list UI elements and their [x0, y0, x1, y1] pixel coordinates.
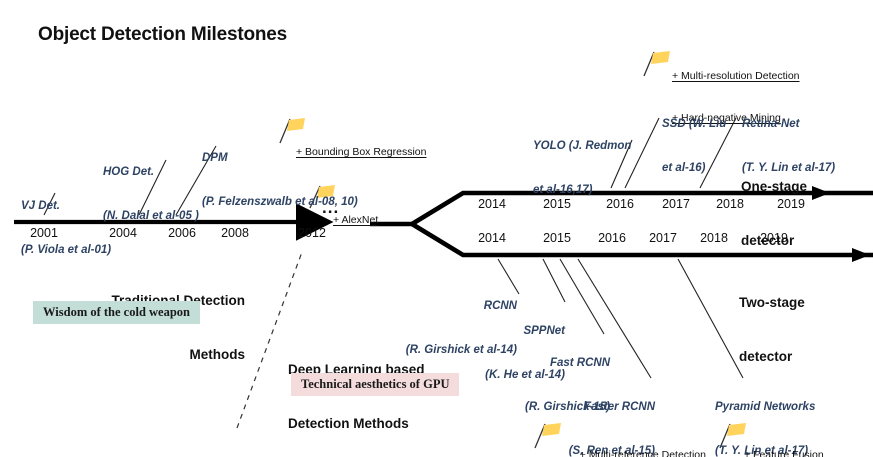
year-label-2012: 2012	[298, 226, 326, 240]
traditional-methods-heading-line-2: Methods	[189, 347, 246, 362]
milestone-ssd: SSD (W. Liu et al-16)	[662, 88, 726, 204]
one-stage-year-label-2017: 2017	[662, 197, 690, 211]
two-stage-year-label-2016: 2016	[598, 231, 626, 245]
flag-icon-multi-resolution-detection	[643, 51, 670, 77]
one-stage-year-label-2018: 2018	[716, 197, 744, 211]
milestone-pyramid-networks-authors: (T. Y. Lin et al-17)	[715, 444, 809, 457]
milestone-sppnet: SPPNet (K. He et al-14)	[430, 295, 565, 411]
milestone-dpm-authors: (P. Felzenszwalb et al-08, 10)	[202, 195, 358, 208]
annotation-alexnet: + AlexNet	[333, 185, 378, 255]
annotation-feature-fusion-line-1: + Feature Fusion	[744, 449, 824, 457]
one-stage-year-label-2015: 2015	[543, 197, 571, 211]
milestone-vj-det-name: VJ Det.	[21, 200, 60, 212]
two-stage-detector-label-line-2: detector	[739, 349, 793, 364]
milestone-pyramid-networks: Pyramid Networks (T. Y. Lin et al-17)	[715, 371, 815, 457]
timeline-ellipsis: ...	[322, 198, 340, 217]
annotation-feature-fusion: + Feature Fusion	[744, 420, 824, 457]
annotation-bounding-box-regression-line-1: + Bounding Box Regression	[296, 146, 427, 158]
milestone-yolo-authors: et al-16,17)	[533, 183, 593, 196]
annotation-multi-resolution-detection: + Multi-resolution Detection + Hard-nega…	[672, 41, 800, 153]
one-stage-year-label-2019: 2019	[777, 197, 805, 211]
milestone-fast-rcnn-name: Fast RCNN	[549, 357, 610, 369]
leader-pyramid-networks	[677, 258, 744, 379]
milestone-retina-net-authors: (T. Y. Lin et al-17)	[742, 161, 836, 174]
one-stage-detector-label-line-2: detector	[741, 233, 795, 248]
milestone-hog-det-name: HOG Det.	[103, 166, 155, 178]
milestone-retina-net: Retina-Net (T. Y. Lin et al-17)	[742, 88, 835, 204]
two-stage-year-label-2014: 2014	[478, 231, 506, 245]
milestone-sppnet-name: SPPNet	[523, 325, 565, 337]
milestone-rcnn-authors: (R. Girshick et al-14)	[405, 343, 517, 356]
two-stage-year-label-2018: 2018	[700, 231, 728, 245]
annotation-bounding-box-regression: + Bounding Box Regression	[296, 117, 426, 187]
annotation-multi-reference-line-1: + Multi-reference Detection	[579, 449, 706, 457]
year-label-2008: 2008	[221, 226, 249, 240]
two-stage-arrowhead	[852, 248, 870, 262]
milestone-yolo: YOLO (J. Redmon et al-16,17)	[533, 110, 631, 226]
milestone-hog-det-authors: (N. Dalal et al-05 )	[103, 209, 199, 222]
milestone-faster-rcnn-name: Faster RCNN	[584, 401, 655, 413]
annotation-multi-resolution-line-1: + Multi-resolution Detection	[672, 70, 800, 82]
milestone-vj-det-authors: (P. Viola et al-01)	[21, 243, 112, 256]
one-stage-detector-label-line-1: One-stage	[741, 179, 808, 194]
milestone-rcnn: RCNN (R. Girshick et al-14)	[355, 270, 517, 386]
milestone-fast-rcnn-authors: (R. Girshick-15)	[525, 400, 610, 413]
two-stage-year-label-2019: 2019	[760, 231, 788, 245]
milestone-faster-rcnn: Faster RCNN (S. Ren et al-15)	[525, 371, 655, 457]
milestone-faster-rcnn-authors: (S. Ren et al-15)	[568, 444, 655, 457]
year-label-2004: 2004	[109, 226, 137, 240]
annotation-multi-resolution-line-2: + Hard-negative Mining	[672, 112, 781, 124]
chip-wisdom-of-the-cold-weapon: Wisdom of the cold weapon	[33, 301, 201, 324]
one-stage-year-label-2016: 2016	[606, 197, 634, 211]
milestone-dpm-name: DPM	[202, 152, 228, 164]
year-label-2001: 2001	[30, 226, 58, 240]
one-stage-detector-label: One-stage detector	[741, 142, 807, 286]
page-title: Object Detection Milestones	[38, 24, 288, 45]
milestone-retina-net-name: Retina-Net	[742, 118, 800, 130]
milestone-sppnet-authors: (K. He et al-14)	[485, 368, 565, 381]
milestone-dpm: DPM (P. Felzenszwalb et al-08, 10)	[202, 122, 358, 238]
two-stage-year-label-2017: 2017	[649, 231, 677, 245]
milestone-yolo-name: YOLO (J. Redmon	[533, 140, 632, 152]
leader-fast-rcnn	[559, 258, 605, 335]
milestone-fast-rcnn: Fast RCNN (R. Girshick-15)	[480, 327, 610, 443]
milestone-ssd-authors: et al-16)	[662, 161, 706, 174]
annotation-multi-reference-detection: + Multi-reference Detection (Anchors Box…	[520, 420, 706, 457]
milestone-pyramid-networks-name: Pyramid Networks	[715, 401, 816, 413]
annotation-alexnet-line-1: + AlexNet	[333, 214, 379, 226]
two-stage-detector-label: Two-stage detector	[739, 258, 805, 402]
milestone-ssd-name: SSD (W. Liu	[662, 118, 727, 130]
traditional-methods-heading: Traditional Detection Methods	[60, 256, 245, 400]
one-stage-year-label-2014: 2014	[478, 197, 506, 211]
milestone-vj-det: VJ Det. (P. Viola et al-01)	[21, 170, 111, 286]
chip-technical-aesthetics-of-gpu: Technical aesthetics of GPU	[291, 373, 460, 396]
two-stage-year-label-2015: 2015	[543, 231, 571, 245]
milestone-hog-det: HOG Det. (N. Dalal et al-05 )	[103, 136, 199, 252]
deep-learning-heading-line-2: Detection Methods	[288, 416, 409, 431]
milestone-rcnn-name: RCNN	[483, 300, 517, 312]
year-label-2006: 2006	[168, 226, 196, 240]
two-stage-detector-label-line-1: Two-stage	[739, 295, 805, 310]
